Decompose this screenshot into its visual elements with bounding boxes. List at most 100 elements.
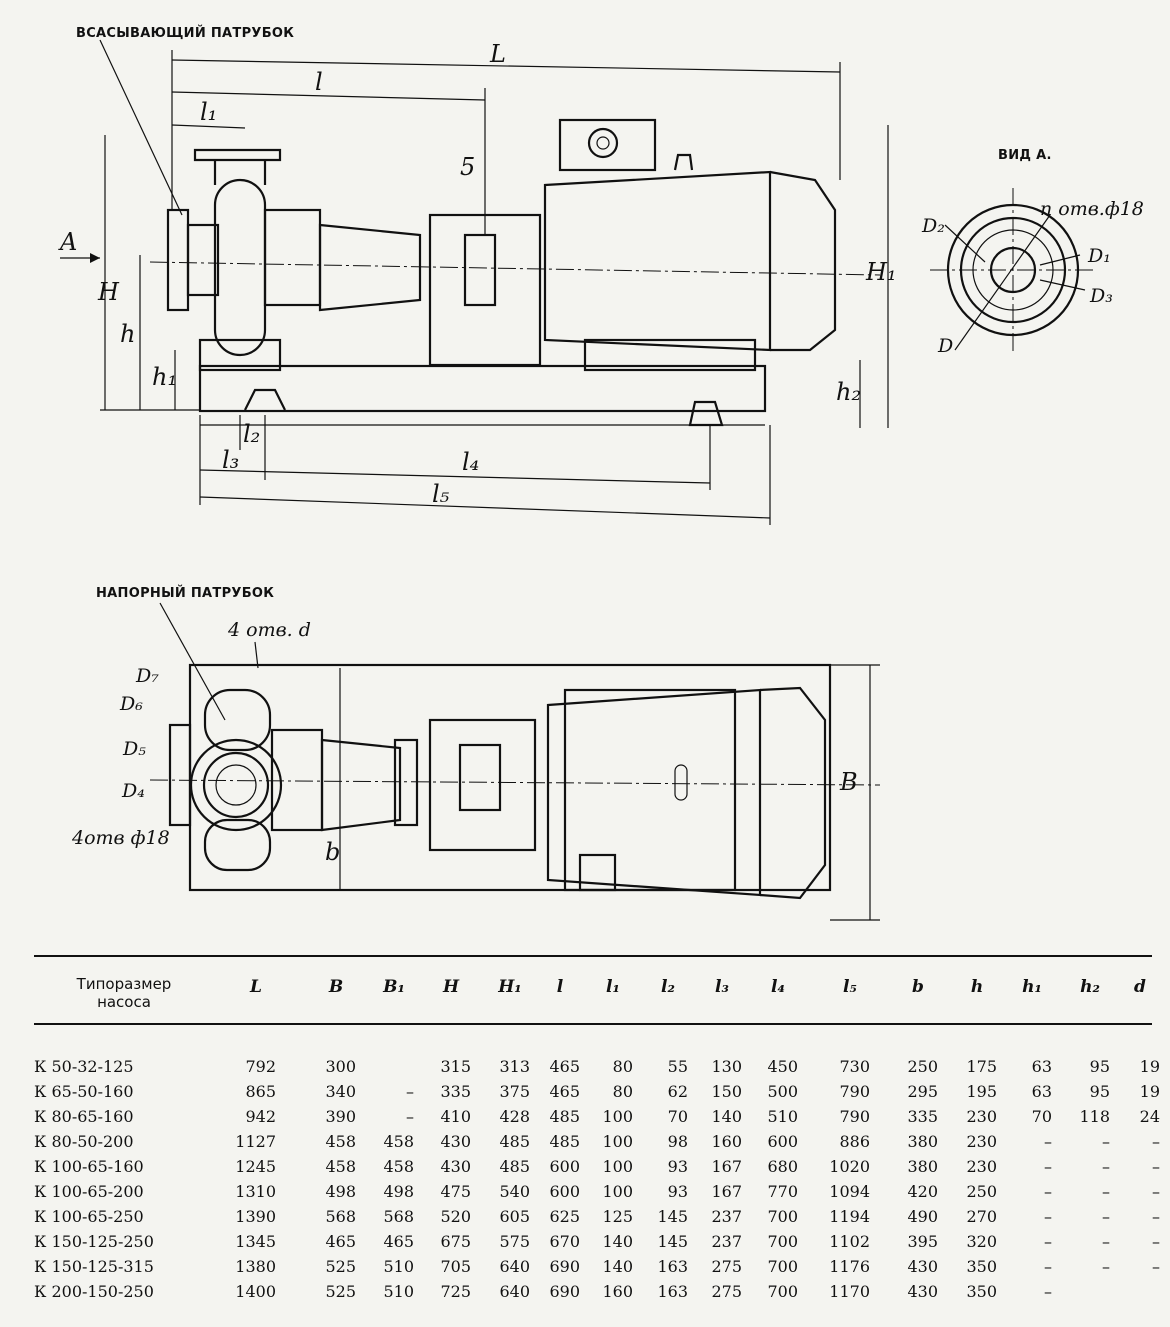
dim-l5: l₅ — [432, 480, 450, 508]
value-cell: 145 — [657, 1207, 688, 1226]
value-cell: 1127 — [235, 1132, 276, 1151]
header-model: Типоразмер насоса — [76, 975, 172, 1011]
header-col-8: l₃ — [715, 977, 729, 997]
value-cell: 313 — [499, 1057, 530, 1076]
value-cell: 350 — [966, 1282, 997, 1301]
value-cell: 498 — [325, 1182, 356, 1201]
dim-H1: H₁ — [865, 258, 897, 286]
value-cell: – — [406, 1107, 414, 1126]
header-col-12: h — [970, 977, 984, 997]
discharge-pipe-label: НАПОРНЫЙ ПАТРУБОК — [96, 586, 275, 601]
dim-D7: D₇ — [135, 665, 159, 687]
value-cell: 725 — [440, 1282, 471, 1301]
value-cell: 160 — [711, 1132, 742, 1151]
value-cell: 80 — [612, 1057, 633, 1076]
value-cell: 70 — [1031, 1107, 1052, 1126]
value-cell: 465 — [383, 1232, 414, 1251]
value-cell: 130 — [711, 1057, 742, 1076]
value-cell: 1102 — [829, 1232, 870, 1251]
header-col-14: h₂ — [1080, 977, 1100, 997]
value-cell: 485 — [499, 1157, 530, 1176]
dim-D2: D₂ — [921, 215, 945, 237]
value-cell: – — [1152, 1257, 1160, 1276]
value-cell: 680 — [767, 1157, 798, 1176]
dim-l2: l₂ — [243, 420, 260, 448]
base-frame — [198, 364, 767, 413]
value-cell: 568 — [325, 1207, 356, 1226]
value-cell: 237 — [711, 1207, 742, 1226]
value-cell: 568 — [383, 1207, 414, 1226]
table-header-rule — [34, 1023, 1152, 1025]
value-cell: 510 — [767, 1107, 798, 1126]
model-cell: К 65-50-160 — [34, 1082, 134, 1101]
holes-n-label: n отв.ф18 — [1040, 198, 1144, 220]
pump-drawing: L l l₁ 5 A H h h₁ H₁ h₂ l₂ l₃ l₄ l₅ D₂ D… — [58, 39, 1144, 921]
value-cell: 1345 — [235, 1232, 276, 1251]
dim-l1: l₁ — [200, 98, 217, 126]
value-cell: 250 — [907, 1057, 938, 1076]
value-cell: 167 — [711, 1182, 742, 1201]
value-cell: 485 — [549, 1132, 580, 1151]
value-cell: 95 — [1089, 1057, 1110, 1076]
value-cell: 390 — [325, 1107, 356, 1126]
value-cell: 230 — [966, 1107, 997, 1126]
value-cell: 790 — [839, 1082, 870, 1101]
value-cell: – — [1152, 1132, 1160, 1151]
value-cell: 640 — [499, 1282, 530, 1301]
value-cell: 465 — [325, 1232, 356, 1251]
value-cell: 24 — [1139, 1107, 1160, 1126]
dim-D5: D₅ — [122, 738, 146, 760]
header-col-0: L — [250, 977, 262, 997]
value-cell: – — [1044, 1182, 1052, 1201]
value-cell: – — [1102, 1182, 1110, 1201]
value-cell: 100 — [602, 1132, 633, 1151]
value-cell: 1400 — [235, 1282, 276, 1301]
dim-l4: l₄ — [462, 448, 479, 476]
header-col-10: l₅ — [843, 977, 857, 997]
value-cell: 230 — [966, 1132, 997, 1151]
value-cell: 510 — [383, 1282, 414, 1301]
value-cell: – — [1102, 1132, 1110, 1151]
value-cell: 145 — [657, 1232, 688, 1251]
value-cell: 575 — [499, 1232, 530, 1251]
dim-D4: D₄ — [121, 780, 145, 802]
value-cell: 335 — [907, 1107, 938, 1126]
value-cell: 525 — [325, 1282, 356, 1301]
header-col-7: l₂ — [661, 977, 675, 997]
value-cell: 100 — [602, 1157, 633, 1176]
value-cell: 475 — [440, 1182, 471, 1201]
value-cell: 62 — [667, 1082, 688, 1101]
dim-b: b — [325, 838, 340, 866]
value-cell: 380 — [907, 1157, 938, 1176]
value-cell: 700 — [767, 1207, 798, 1226]
value-cell: 55 — [667, 1057, 688, 1076]
dim-H: H — [97, 278, 120, 306]
value-cell: 275 — [711, 1257, 742, 1276]
value-cell: 1380 — [235, 1257, 276, 1276]
value-cell: 700 — [767, 1257, 798, 1276]
value-cell: 300 — [325, 1057, 356, 1076]
value-cell: – — [1044, 1232, 1052, 1251]
motor-terminal-box — [558, 118, 657, 172]
table-top-rule — [34, 955, 1152, 957]
dim-h: h — [120, 320, 135, 348]
value-cell: 230 — [966, 1157, 997, 1176]
value-cell: 195 — [966, 1082, 997, 1101]
header-col-6: l₁ — [606, 977, 620, 997]
value-cell: 98 — [667, 1132, 688, 1151]
value-cell: 93 — [667, 1157, 688, 1176]
value-cell: 63 — [1031, 1082, 1052, 1101]
value-cell: – — [1102, 1157, 1110, 1176]
suction-pipe-label: ВСАСЫВАЮЩИЙ ПАТРУБОК — [76, 26, 295, 41]
value-cell: 485 — [549, 1107, 580, 1126]
view-a-label: ВИД А. — [998, 148, 1052, 163]
value-cell: 605 — [499, 1207, 530, 1226]
value-cell: 140 — [602, 1232, 633, 1251]
value-cell: 270 — [966, 1207, 997, 1226]
